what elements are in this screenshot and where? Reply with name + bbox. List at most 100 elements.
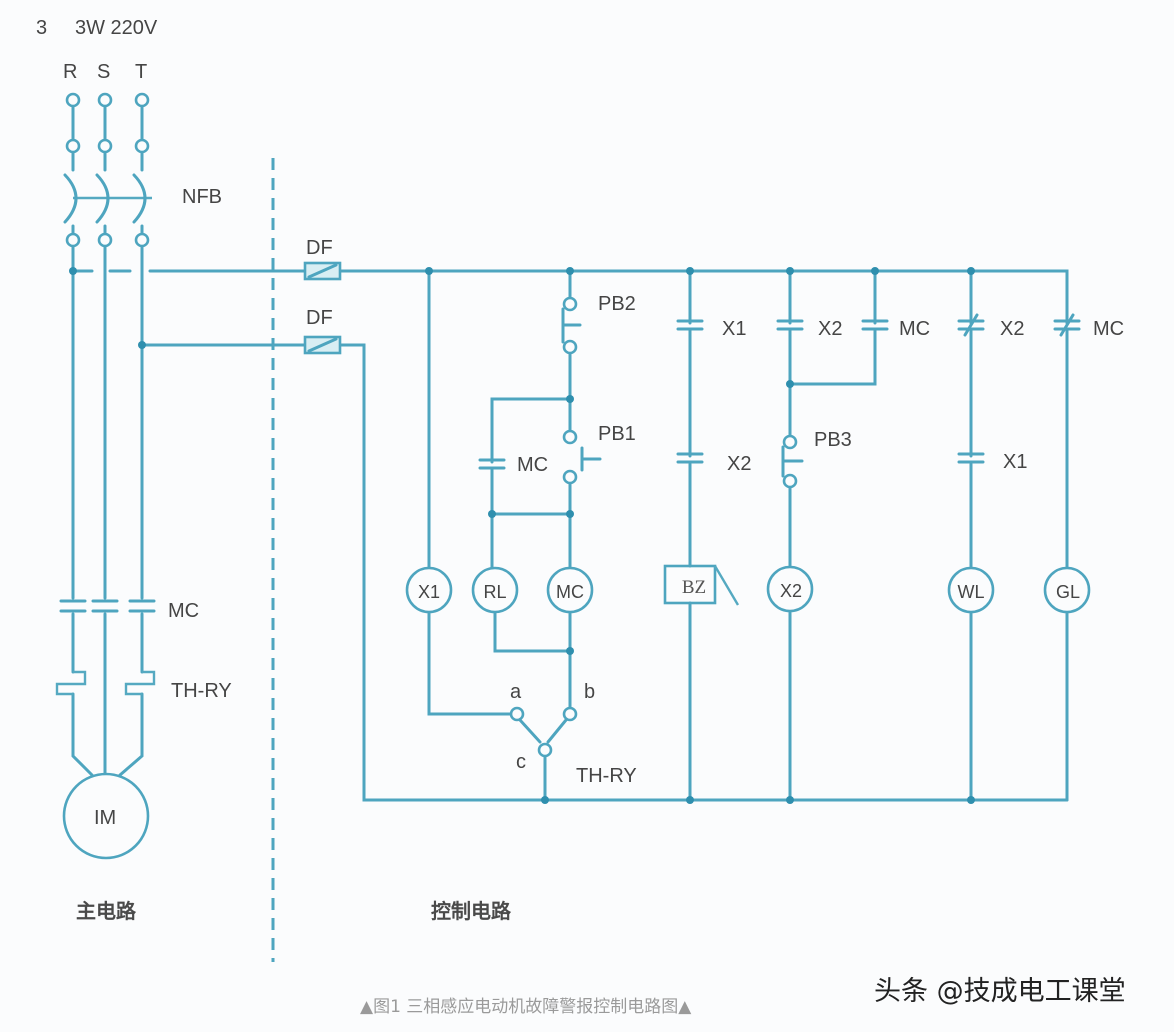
main-mc-label: MC xyxy=(168,600,199,622)
terminal xyxy=(562,339,578,355)
junction-dot xyxy=(786,380,794,388)
bz-x2-contact-label: X2 xyxy=(727,453,751,475)
fuse-label-2: DF xyxy=(306,307,333,329)
junction-dots xyxy=(69,267,975,804)
motor-label: IM xyxy=(94,807,116,829)
terminal xyxy=(134,138,150,154)
control-circuit-title: 控制电路 xyxy=(431,899,512,923)
motor-circle xyxy=(62,772,150,860)
terminal xyxy=(134,92,150,108)
overload-heater xyxy=(55,670,87,696)
mc-nc-contact-slash xyxy=(1059,313,1075,337)
x2-self-contact-label: X2 xyxy=(818,318,842,340)
nfb-arc xyxy=(63,173,78,224)
junction-dot xyxy=(967,796,975,804)
terminal xyxy=(562,469,578,485)
lamp-gl-label: GL xyxy=(1056,582,1080,602)
terminal xyxy=(65,232,81,248)
phase-label-r: R xyxy=(63,61,77,83)
junction-dot xyxy=(138,341,146,349)
junction-dot xyxy=(425,267,433,275)
figure-caption: ▲图1 三相感应电动机故障警报控制电路图▲ xyxy=(360,997,692,1017)
wire xyxy=(427,610,514,716)
junction-dot xyxy=(566,510,574,518)
coil-x2-label: X2 xyxy=(780,581,802,601)
phase-label-s: S xyxy=(97,61,110,83)
overload-heater xyxy=(124,670,156,696)
th-ry-arm xyxy=(546,718,568,744)
junction-dot xyxy=(566,395,574,403)
coil-circle xyxy=(1043,566,1091,614)
phase-count-label: 3 xyxy=(36,17,47,39)
x2-nc-contact-slash xyxy=(963,313,979,337)
junction-dot xyxy=(871,267,879,275)
buzzer-box xyxy=(663,564,717,605)
terminal xyxy=(97,232,113,248)
supply-voltage-label: 3W 220V xyxy=(75,17,158,39)
component-symbols xyxy=(55,92,1091,962)
junction-dot xyxy=(541,796,549,804)
terminal xyxy=(134,232,150,248)
terminal xyxy=(562,296,578,312)
terminal xyxy=(782,473,798,489)
pb1-label: PB1 xyxy=(598,423,636,445)
coil-circle xyxy=(947,566,995,614)
junction-dot xyxy=(488,510,496,518)
th-ry-terminal-c: c xyxy=(516,751,526,773)
buzzer-horn xyxy=(713,565,740,606)
lamp-wl-label: WL xyxy=(958,582,985,602)
terminal xyxy=(65,138,81,154)
coil-circle xyxy=(546,566,594,614)
nfb-arc xyxy=(95,173,110,224)
wire xyxy=(71,692,94,777)
junction-dot xyxy=(566,267,574,275)
top-bus xyxy=(338,269,1069,324)
wire xyxy=(493,610,572,653)
terminal xyxy=(537,742,553,758)
junction-dot xyxy=(786,267,794,275)
fuse-slash xyxy=(307,337,338,353)
watermark: 头条 @技成电工课堂 xyxy=(874,976,1126,1007)
coil-circle xyxy=(405,566,453,614)
pb3-label: PB3 xyxy=(814,429,852,451)
x2-mc-contact-label: MC xyxy=(899,318,930,340)
nfb-label: NFB xyxy=(182,186,222,208)
junction-dot xyxy=(566,647,574,655)
wl-x2-nc-contact-label: X2 xyxy=(1000,318,1024,340)
mc-hold-contact-label: MC xyxy=(517,454,548,476)
coil-x1-label: X1 xyxy=(418,582,440,602)
wire xyxy=(118,692,144,777)
terminal xyxy=(97,138,113,154)
bottom-bus xyxy=(338,343,1069,802)
th-ry-switch-label: TH-RY xyxy=(576,765,637,787)
terminal xyxy=(562,706,578,722)
wiring xyxy=(71,104,1069,802)
terminal xyxy=(97,92,113,108)
gl-mc-nc-contact-label: MC xyxy=(1093,318,1124,340)
junction-dot xyxy=(69,267,77,275)
pb2-label: PB2 xyxy=(598,293,636,315)
coil-mc-label: MC xyxy=(556,582,584,602)
wire xyxy=(788,328,877,386)
junction-dot xyxy=(786,796,794,804)
terminal xyxy=(509,706,525,722)
junction-dot xyxy=(686,796,694,804)
wl-x1-contact-label: X1 xyxy=(1003,451,1027,473)
lamp-rl-label: RL xyxy=(483,582,506,602)
coil-circle xyxy=(471,566,519,614)
terminal xyxy=(65,92,81,108)
bz-x1-contact-label: X1 xyxy=(722,318,746,340)
main-circuit-title: 主电路 xyxy=(76,899,137,923)
buzzer-bz-label: BZ xyxy=(682,577,706,598)
th-ry-terminal-b: b xyxy=(584,681,595,703)
th-ry-arm xyxy=(518,718,542,744)
terminal xyxy=(562,429,578,445)
main-th-ry-label: TH-RY xyxy=(171,680,232,702)
wire xyxy=(490,397,572,458)
phase-label-t: T xyxy=(135,61,147,83)
fuse-slash xyxy=(307,263,338,279)
th-ry-terminal-a: a xyxy=(510,681,522,703)
nfb-arc xyxy=(132,173,147,224)
junction-dot xyxy=(686,267,694,275)
